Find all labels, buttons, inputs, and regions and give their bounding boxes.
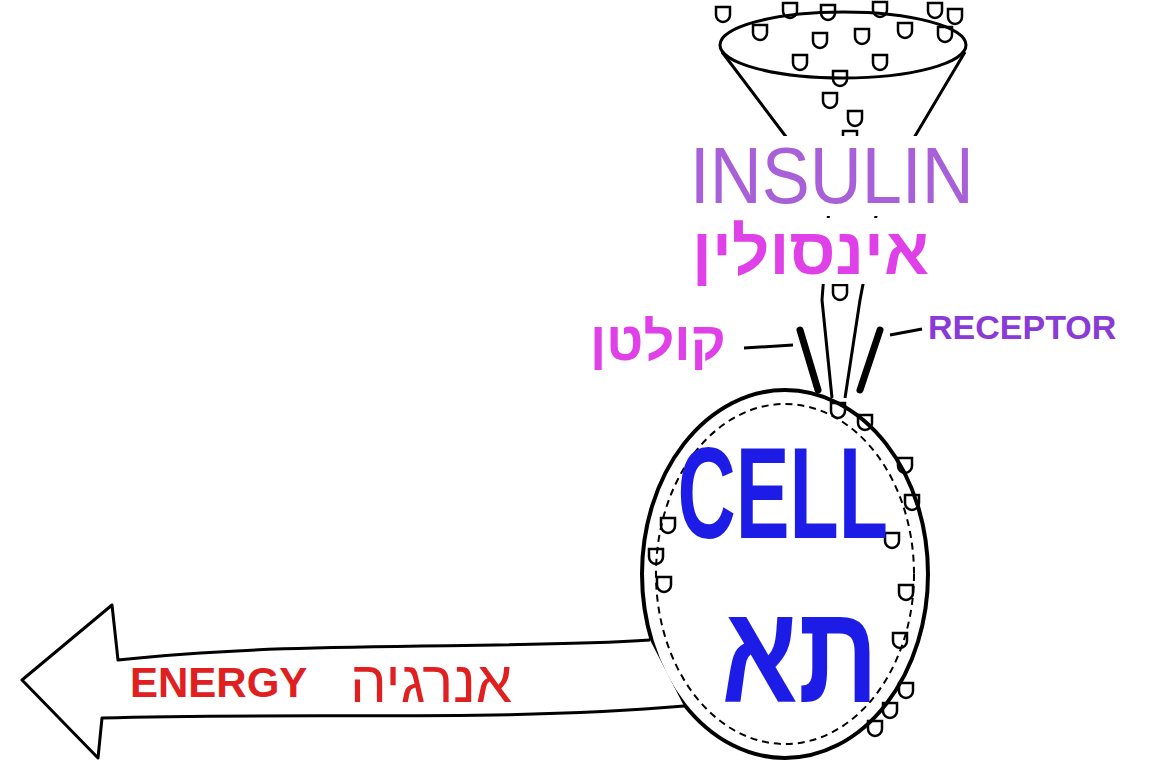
glucose-molecule	[938, 27, 952, 42]
leader-line	[744, 345, 793, 348]
receptor-arm	[800, 330, 818, 390]
glucose-molecule	[848, 111, 862, 126]
cell-circle: CELL תא	[640, 388, 930, 760]
receptor	[800, 330, 880, 390]
glucose-molecule	[898, 23, 912, 38]
glucose-molecule	[753, 25, 767, 40]
glucose-molecule	[657, 577, 671, 592]
glucose-molecule	[873, 55, 887, 70]
hormone-label-hebrew: אינסולין	[690, 218, 931, 284]
glucose-molecule	[855, 29, 869, 44]
glucose-molecule	[948, 9, 962, 24]
glucose-molecule	[899, 585, 913, 600]
glucose-group	[649, 2, 962, 736]
energy-word: ENERGY	[130, 662, 307, 704]
hormone-label: INSULIN	[688, 136, 976, 216]
glucose-molecule	[833, 285, 847, 300]
receptor-label-hebrew: קולטן	[588, 314, 728, 368]
glucose-molecule	[833, 71, 847, 86]
glucose-molecule	[813, 33, 827, 48]
glucose-molecule	[928, 3, 942, 18]
glucose-molecule	[793, 55, 807, 70]
receptor-label: RECEPTOR	[926, 310, 1118, 344]
cell-title-hebrew: תא	[722, 584, 879, 724]
funnel-rim	[720, 12, 966, 78]
membrane-texture	[656, 404, 914, 744]
glucose-molecule	[823, 93, 837, 108]
energy-arrow: ENERGY אנרגיה	[15, 600, 695, 765]
cell-membrane	[642, 390, 928, 758]
arrow-band	[22, 605, 684, 758]
leader-line	[890, 329, 922, 335]
glucose-molecule	[661, 518, 675, 533]
receptor-arm	[860, 330, 880, 390]
leaders	[744, 329, 922, 348]
glucose-molecule	[783, 3, 797, 18]
glucose-molecule	[821, 5, 835, 20]
glucose-molecule	[716, 7, 730, 22]
energy-word-hebrew: אנרגיה	[350, 653, 512, 711]
cell-title: CELL	[677, 428, 887, 558]
glucose-molecule	[873, 2, 887, 17]
